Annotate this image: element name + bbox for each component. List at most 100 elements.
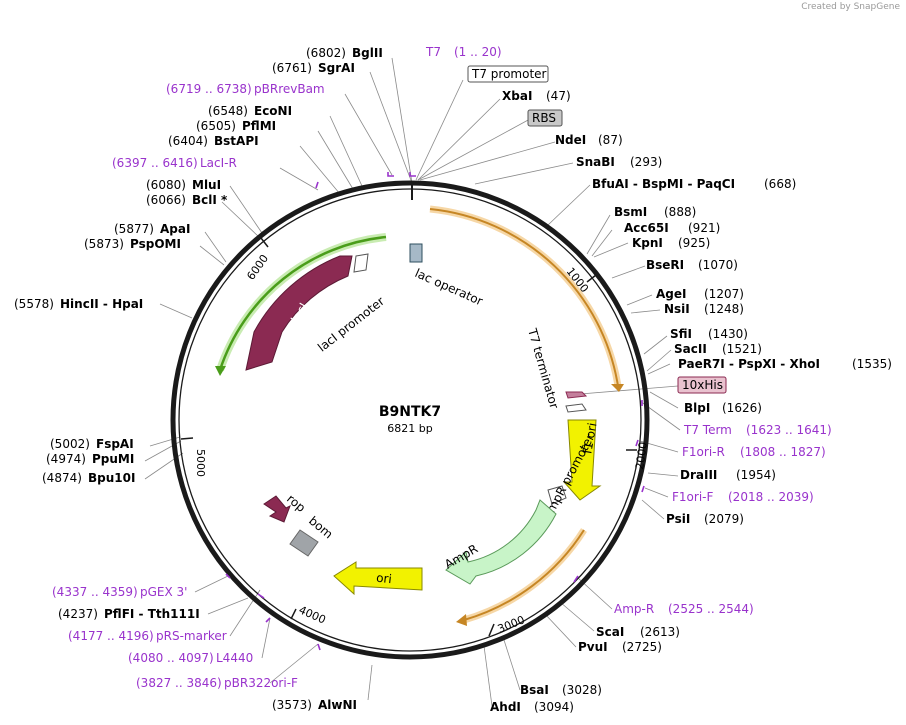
site-name-bfuai-bspmi-paqci: BfuAI - BspMI - PaqCI: [592, 177, 735, 191]
site-name-sgrai: SgrAI: [318, 61, 355, 75]
site-name-pflfi-tth111i: PflFI - Tth111I: [104, 607, 200, 621]
site-pos-econi: (6548): [208, 104, 248, 118]
site-name-pflmi: PflMI: [242, 119, 276, 133]
tick-marks: [180, 237, 637, 637]
site-pos-psii: (2079): [704, 512, 744, 526]
laci-arc-arrowhead: [215, 366, 226, 376]
site-pos-psp0mi: (5873): [84, 237, 124, 251]
site-pos-fspai: (5002): [50, 437, 90, 451]
t7-terminator-feature-2: [565, 403, 587, 413]
f1-ori-label: f1 ori: [580, 422, 599, 455]
tick-label-2000: 2000: [633, 441, 650, 471]
t7-terminator-feature: [565, 391, 588, 399]
t7-terminator-label: T7 terminator: [525, 326, 562, 410]
site-pos-paer7i: (1535): [852, 357, 892, 371]
lac-operator-label: lac operator: [413, 266, 485, 308]
site-name-mlui: MluI: [192, 178, 221, 192]
tick-label-6000: 6000: [244, 252, 271, 282]
primer-name-prs-marker: pRS-marker: [156, 629, 227, 643]
primer-name-t7-term: T7 Term: [683, 423, 732, 437]
rop-feature: [263, 495, 291, 523]
primer-range-amp-r: (2525 .. 2544): [668, 602, 754, 616]
right-labels: T7 (1 .. 20) XbaI (47) NdeI (87) SnaBI (…: [425, 45, 892, 714]
site-pos-bseri: (1070): [698, 258, 738, 272]
primer-name-t7: T7: [425, 45, 441, 59]
site-name-bsai: BsaI: [520, 683, 549, 697]
bom-feature: [289, 529, 319, 557]
site-name-apai: ApaI: [160, 222, 190, 236]
backbone-inner-circle: [178, 188, 642, 652]
primer-range-pgex3: (4337 .. 4359): [52, 585, 138, 599]
laci-feature: [245, 255, 353, 371]
f1-ori-feature: [562, 419, 602, 501]
site-pos-hincii: (5578): [14, 297, 54, 311]
site-pos-snabi: (293): [630, 155, 662, 169]
primer-range-pbr322ori-f: (3827 .. 3846): [136, 676, 222, 690]
site-pos-nsii: (1248): [704, 302, 744, 316]
site-pos-acc65i: (921): [688, 221, 720, 235]
snapgene-watermark: Created by SnapGene: [801, 2, 900, 12]
plasmid-name: B9NTK7: [379, 404, 441, 420]
site-name-bstapi: BstAPI: [214, 134, 259, 148]
primer-range-f1ori-r: (1808 .. 1827): [740, 445, 826, 459]
site-name-xbai: XbaI: [502, 89, 532, 103]
rbs-box: [527, 109, 563, 127]
site-name-ppumi: PpuMI: [92, 452, 134, 466]
site-name-econi: EcoNI: [254, 104, 292, 118]
left-labels: (6802) BglII (6761) SgrAI (6719 .. 6738)…: [14, 46, 383, 712]
orf-arc-top-arrowhead: [611, 384, 624, 392]
site-name-bsmi: BsmI: [614, 205, 647, 219]
site-pos-bsmi: (888): [664, 205, 696, 219]
site-pos-blpi: (1626): [722, 401, 762, 415]
site-pos-bsai: (3028): [562, 683, 602, 697]
plasmid-size: 6821 bp: [387, 422, 432, 435]
site-name-sfii: SfiI: [670, 327, 692, 341]
site-name-bglii: BglII: [352, 46, 383, 60]
site-name-bseri: BseRI: [646, 258, 684, 272]
site-name-bpu10i: Bpu10I: [88, 471, 135, 485]
laci-promoter-label: lacI promoter: [315, 294, 387, 355]
site-pos-sgrai: (6761): [272, 61, 312, 75]
ampr-feature: [445, 499, 557, 585]
site-name-bcli: BclI *: [192, 193, 228, 207]
backbone-circle: [170, 180, 650, 660]
site-pos-bglii: (6802): [306, 46, 346, 60]
site-name-pspomi: PspOMI: [130, 237, 181, 251]
ori-label: ori: [375, 571, 392, 587]
t7-promoter-box: [467, 65, 549, 83]
primer-name-l4440: L4440: [216, 651, 253, 665]
site-pos-bfuai: (668): [764, 177, 796, 191]
primer-range-f1ori-f: (2018 .. 2039): [728, 490, 814, 504]
primer-name-pgex3: pGEX 3': [140, 585, 187, 599]
his-tag-label: 10xHis: [682, 378, 723, 392]
site-name-scai: ScaI: [596, 625, 624, 639]
laci-promoter-feature: [353, 253, 369, 273]
site-name-psii: PsiI: [666, 512, 690, 526]
site-pos-agei: (1207): [704, 287, 744, 301]
t7-promoter-label: T7 promoter: [471, 67, 547, 81]
site-pos-ndei: (87): [598, 133, 623, 147]
lac-operator-feature: [409, 243, 423, 263]
primer-markers: [225, 172, 645, 651]
site-pos-sacii: (1521): [722, 342, 762, 356]
site-pos-pflfi: (4237): [58, 607, 98, 621]
primer-name-pbr322ori-f: pBR322ori-F: [224, 676, 298, 690]
primer-name-amp-r: Amp-R: [614, 602, 654, 616]
primer-range-t7: (1 .. 20): [454, 45, 502, 59]
site-name-hincii-hpai: HincII - HpaI: [60, 297, 143, 311]
site-pos-bstapi: (6404): [168, 134, 208, 148]
site-name-sacii: SacII: [674, 342, 707, 356]
primer-range-prs-marker: (4177 .. 4196): [68, 629, 154, 643]
site-name-blpi: BlpI: [684, 401, 710, 415]
tick-label-4000: 4000: [297, 603, 328, 626]
rbs-label: RBS: [532, 111, 556, 125]
site-pos-kpni: (925): [678, 236, 710, 250]
site-pos-ppumi: (4974): [46, 452, 86, 466]
tick-label-5000: 5000: [194, 449, 207, 477]
site-name-nsii: NsiI: [664, 302, 690, 316]
primer-range-pbrrevbam: (6719 .. 6738): [166, 82, 252, 96]
site-name-ndei: NdeI: [555, 133, 586, 147]
his-tag-box: [677, 376, 727, 394]
primer-name-f1ori-f: F1ori-F: [672, 490, 713, 504]
